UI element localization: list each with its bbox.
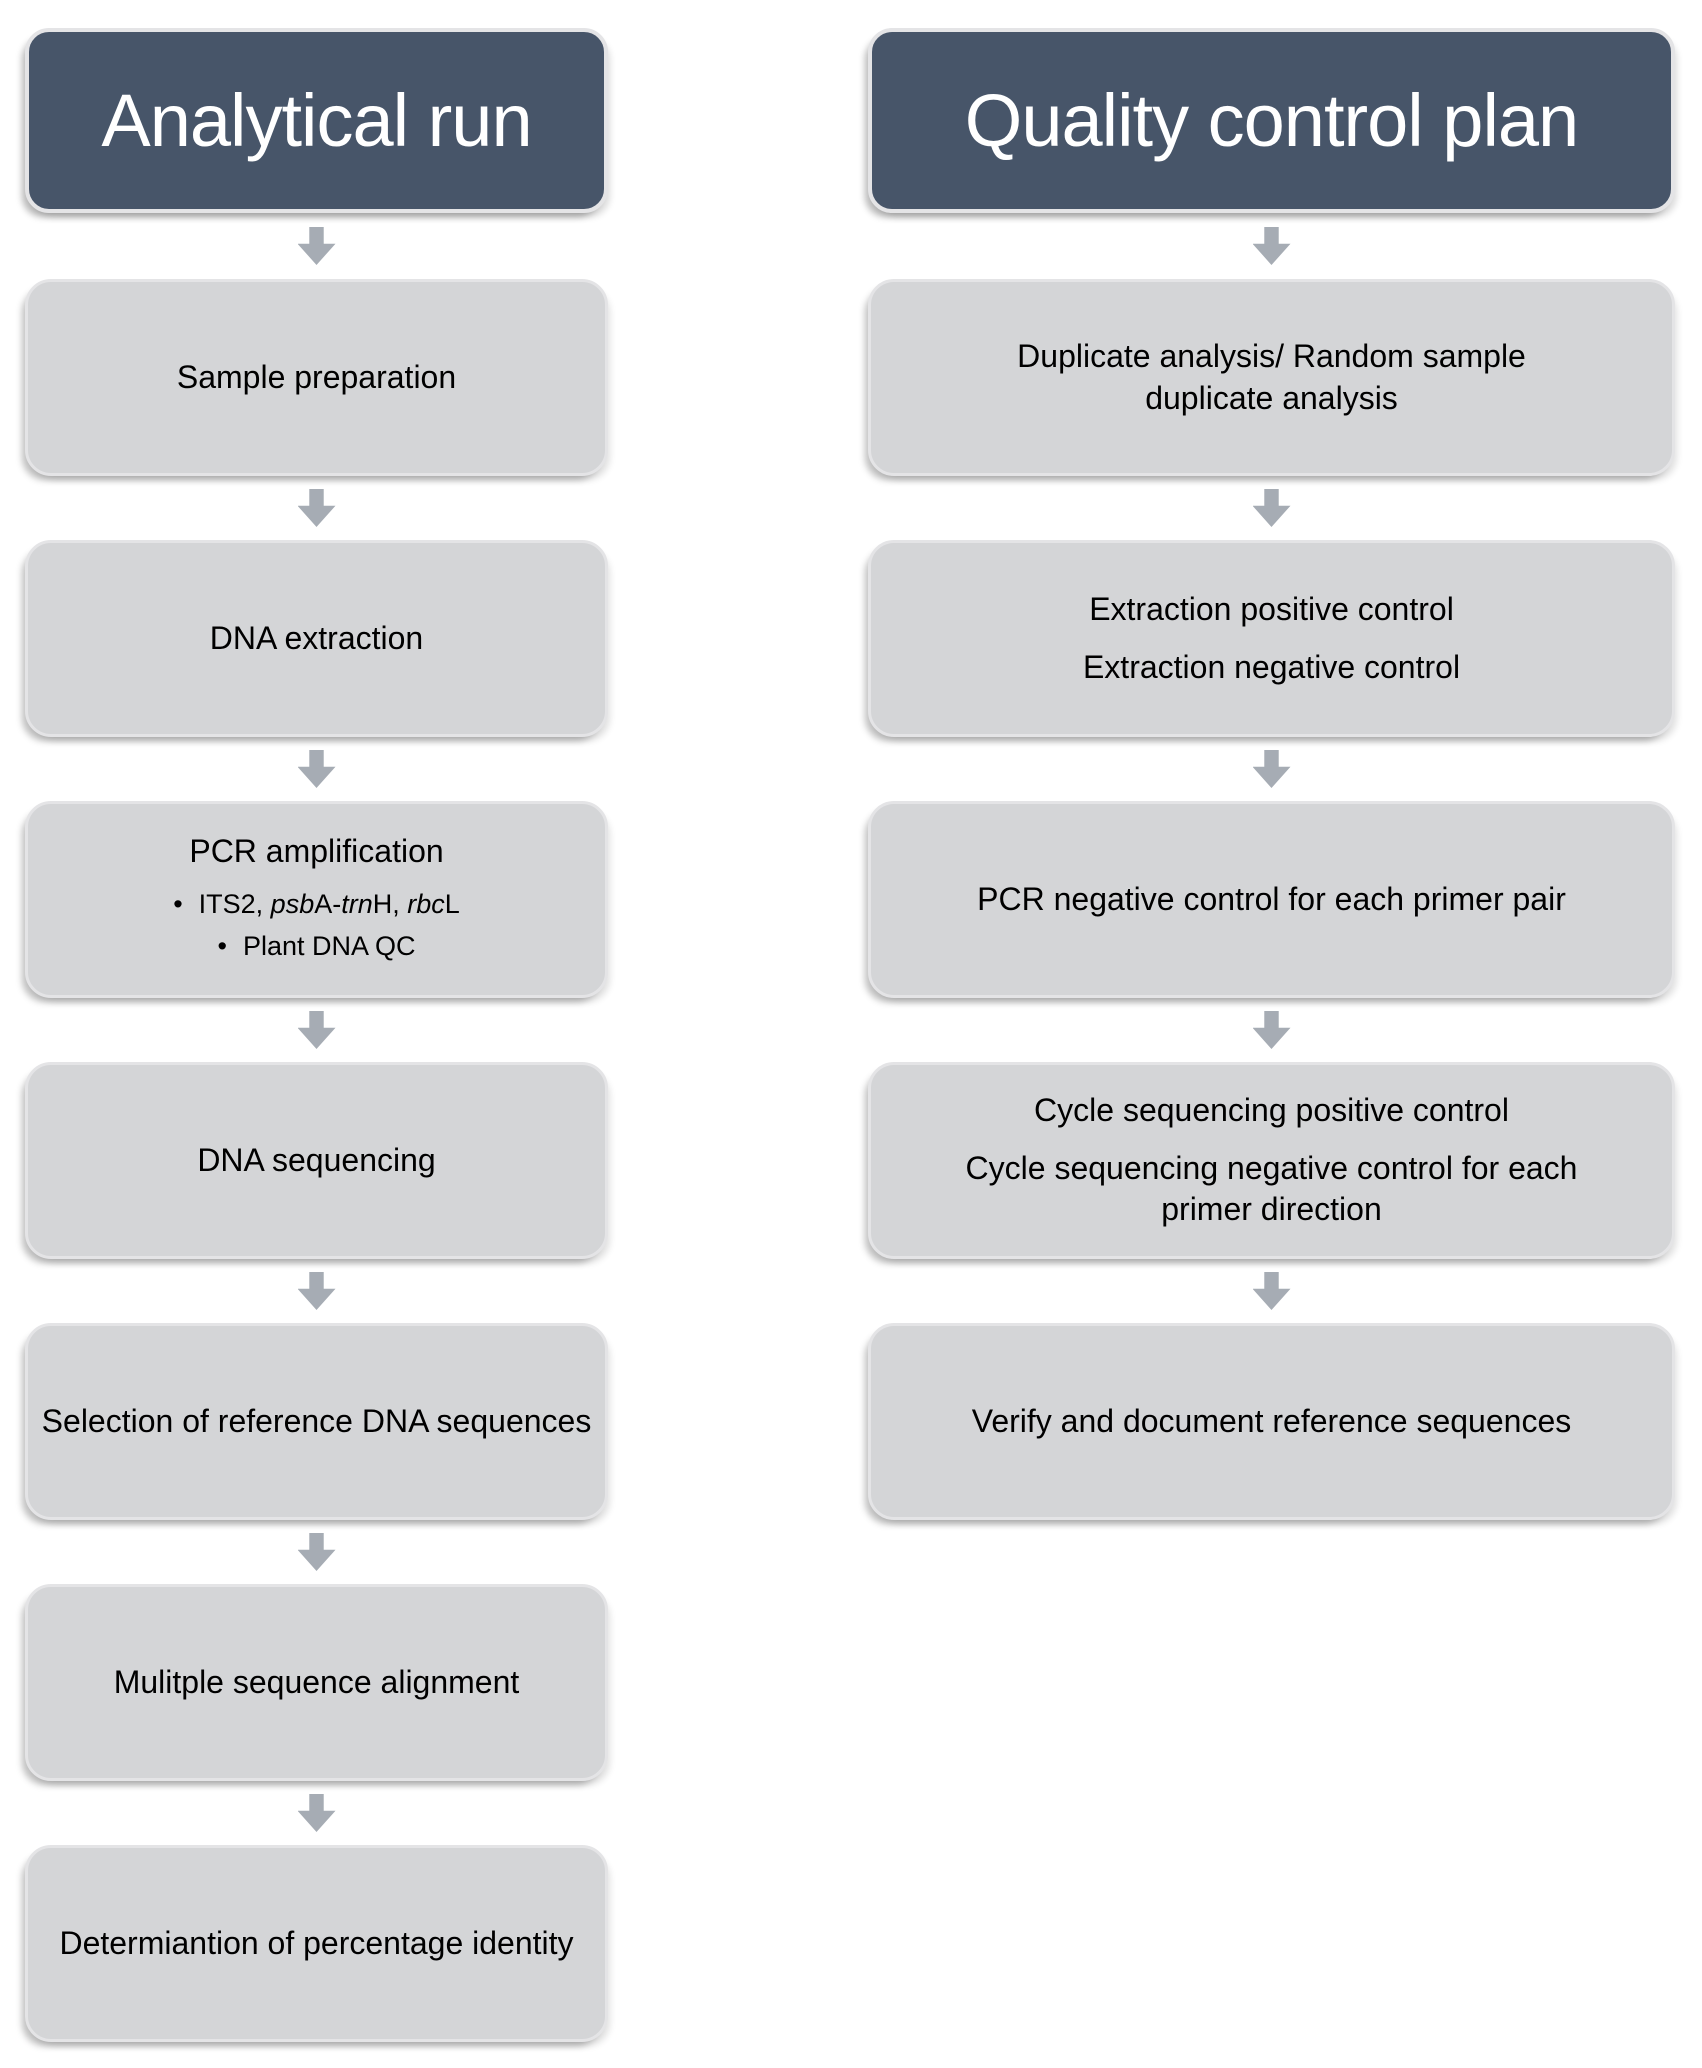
gene-text: A- (314, 889, 342, 920)
down-arrow-icon (297, 489, 336, 527)
step-label: Mulitple sequence alignment (113, 1663, 520, 1700)
arrow-row (25, 1259, 608, 1323)
pcr-gene-bullet: • ITS2, psbA-trnH, rbcL (173, 884, 460, 926)
arrow-row (25, 998, 608, 1062)
pcr-plant-qc-bullet: • Plant DNA QC (217, 926, 415, 968)
gene-text: H, (372, 889, 408, 920)
arrow-row (25, 1520, 608, 1584)
gene-italic: psb (270, 889, 315, 920)
qc-duplicate-analysis: Duplicate analysis/ Random sample duplic… (868, 279, 1675, 476)
quality-control-column: Quality control plan Duplicate analysis/… (868, 28, 1675, 2068)
gene-italic: rbc (407, 889, 445, 920)
step-reference-selection: Selection of reference DNA sequences (25, 1323, 608, 1520)
qc-pcr-negative-control: PCR negative control for each primer pai… (868, 801, 1675, 998)
step-percentage-identity: Determiantion of percentage identity (25, 1845, 608, 2042)
arrow-row (25, 1781, 608, 1845)
down-arrow-icon (297, 1533, 336, 1571)
arrow-row (25, 213, 608, 279)
down-arrow-icon (297, 1272, 336, 1310)
gene-text: L (444, 889, 460, 920)
gene-text: ITS2, (198, 889, 271, 920)
arrow-row (868, 998, 1675, 1062)
qc-label: Extraction negative control (1082, 648, 1461, 685)
qc-label: Duplicate analysis/ Random sample duplic… (1017, 337, 1526, 416)
qc-label: PCR negative control for each primer pai… (977, 880, 1566, 917)
step-pcr-amplification: PCR amplification • ITS2, psbA-trnH, rbcL… (25, 801, 608, 998)
step-dna-extraction: DNA extraction (25, 540, 608, 737)
qc-label: Extraction positive control (1089, 590, 1454, 627)
qc-label: Verify and document reference sequences (971, 1402, 1572, 1439)
step-label: PCR amplification (189, 832, 444, 869)
step-label: Determiantion of percentage identity (59, 1924, 574, 1961)
quality-control-header: Quality control plan (868, 28, 1675, 213)
down-arrow-icon (1252, 1011, 1291, 1049)
qc-cycle-sequencing-controls: Cycle sequencing positive control Cycle … (868, 1062, 1675, 1259)
arrow-row (868, 476, 1675, 540)
analytical-run-title: Analytical run (101, 79, 532, 162)
down-arrow-icon (297, 1011, 336, 1049)
arrow-row (25, 737, 608, 801)
step-label: Selection of reference DNA sequences (41, 1402, 592, 1439)
step-sequence-alignment: Mulitple sequence alignment (25, 1584, 608, 1781)
down-arrow-icon (1252, 750, 1291, 788)
down-arrow-icon (297, 227, 336, 265)
step-dna-sequencing: DNA sequencing (25, 1062, 608, 1259)
arrow-row (25, 476, 608, 540)
arrow-row (868, 213, 1675, 279)
bullet-icon: • (173, 889, 183, 920)
step-label: DNA extraction (209, 619, 424, 656)
qc-label: Cycle sequencing negative control for ea… (965, 1149, 1578, 1228)
arrow-row (868, 737, 1675, 801)
down-arrow-icon (297, 750, 336, 788)
step-sample-preparation: Sample preparation (25, 279, 608, 476)
analytical-run-header: Analytical run (25, 28, 608, 213)
plant-qc-text: Plant DNA QC (242, 931, 416, 962)
arrow-row (868, 1259, 1675, 1323)
gene-italic: trn (341, 889, 373, 920)
down-arrow-icon (1252, 1272, 1291, 1310)
down-arrow-icon (1252, 489, 1291, 527)
step-label: Sample preparation (176, 358, 457, 395)
down-arrow-icon (1252, 227, 1291, 265)
qc-extraction-controls: Extraction positive control Extraction n… (868, 540, 1675, 737)
bullet-icon: • (217, 931, 227, 962)
quality-control-title: Quality control plan (964, 79, 1579, 162)
step-label: DNA sequencing (197, 1141, 436, 1178)
down-arrow-icon (297, 1794, 336, 1832)
analytical-run-column: Analytical run Sample preparation DNA ex… (25, 28, 608, 2068)
qc-label: Cycle sequencing positive control (1034, 1092, 1509, 1129)
qc-verify-references: Verify and document reference sequences (868, 1323, 1675, 1520)
